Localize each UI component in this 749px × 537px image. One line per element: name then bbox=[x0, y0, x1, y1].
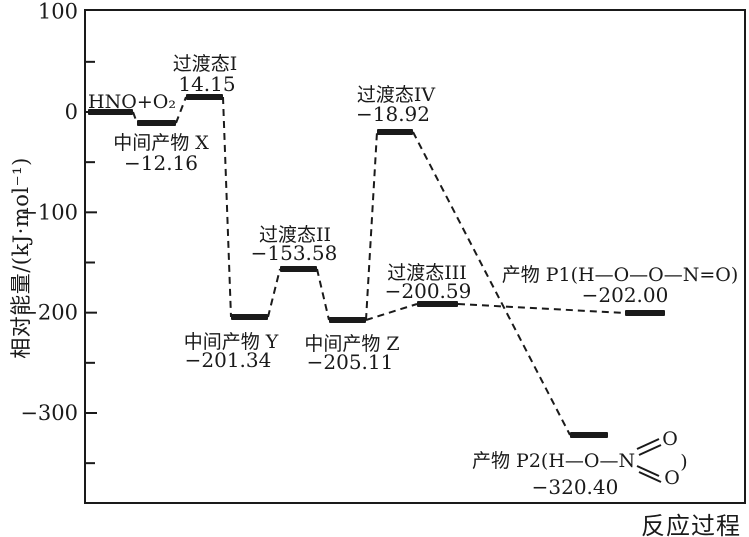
connection-ts1-intermediate-y bbox=[222, 96, 232, 318]
level-value-intermediate-y: −201.34 bbox=[185, 348, 272, 372]
level-name-intermediate-z: 中间产物 Z bbox=[304, 333, 399, 355]
y-axis-tick-label--300: −300 bbox=[20, 401, 78, 425]
level-name-reactants: HNO+O₂ bbox=[88, 91, 176, 113]
p2-double-bond-segment-3 bbox=[638, 471, 662, 483]
p2-double-bond-segment-2 bbox=[636, 465, 660, 477]
level-value-product-p2: −320.40 bbox=[532, 475, 619, 499]
p2-structure-prefix: 产物 P2(H—O—N bbox=[472, 450, 635, 472]
level-value-intermediate-z: −205.11 bbox=[307, 350, 394, 374]
y-axis-title: 相对能量/(kJ·mol⁻¹) bbox=[9, 157, 33, 359]
y-axis-tick-label-100: 100 bbox=[38, 0, 78, 24]
y-axis-tick-label--200: −200 bbox=[20, 301, 78, 325]
level-name-ts3: 过渡态III bbox=[387, 262, 467, 284]
level-name-ts4: 过渡态IV bbox=[357, 84, 436, 106]
energy-level-bar-ts3 bbox=[417, 301, 458, 307]
energy-level-bar-intermediate-x bbox=[137, 120, 176, 126]
connection-intermediate-z-ts4 bbox=[365, 131, 378, 321]
p2-close-paren: ) bbox=[680, 451, 687, 473]
level-value-ts2: −153.58 bbox=[251, 241, 338, 265]
connection-intermediate-z-ts3 bbox=[365, 303, 418, 321]
p2-oxygen-bottom: O bbox=[664, 467, 680, 489]
energy-level-bar-ts4 bbox=[377, 129, 413, 135]
level-name-product-p1: 产物 P1(H—O—O—N=O) bbox=[502, 264, 739, 286]
connection-intermediate-x-ts1 bbox=[175, 96, 187, 124]
connection-ts2-intermediate-z bbox=[316, 268, 330, 321]
level-value-ts3: −200.59 bbox=[385, 279, 472, 303]
level-value-ts1: 14.15 bbox=[178, 72, 235, 96]
y-axis-tick-label--100: −100 bbox=[20, 200, 78, 224]
connection-reactants-intermediate-x bbox=[132, 111, 138, 124]
level-name-intermediate-x: 中间产物 X bbox=[113, 132, 209, 154]
p2-double-bond-segment-0 bbox=[636, 438, 660, 450]
p2-oxygen-top: O bbox=[662, 428, 678, 450]
level-value-ts4: −18.92 bbox=[356, 102, 430, 126]
level-value-intermediate-x: −12.16 bbox=[124, 151, 198, 175]
connection-ts3-product-p1 bbox=[457, 303, 626, 314]
energy-level-bar-intermediate-z bbox=[329, 317, 366, 323]
level-name-intermediate-y: 中间产物 Y bbox=[184, 331, 279, 353]
level-value-product-p1: −202.00 bbox=[582, 283, 669, 307]
energy-level-bar-ts2 bbox=[280, 266, 317, 272]
x-axis-title: 反应过程 bbox=[641, 512, 741, 537]
energy-level-bar-ts1 bbox=[186, 94, 223, 100]
energy-level-bar-intermediate-y bbox=[231, 314, 268, 320]
energy-level-bar-reactants bbox=[88, 109, 133, 115]
energy-level-bar-product-p2 bbox=[570, 432, 608, 438]
level-name-ts2: 过渡态II bbox=[259, 224, 331, 246]
p2-double-bond-segment-1 bbox=[638, 444, 662, 456]
y-axis-tick-label-0: 0 bbox=[65, 100, 78, 124]
energy-level-bar-product-p1 bbox=[625, 310, 665, 316]
connection-intermediate-y-ts2 bbox=[267, 268, 281, 318]
plot-frame bbox=[84, 9, 746, 504]
level-name-ts1: 过渡态I bbox=[173, 53, 238, 75]
connection-ts4-product-p2 bbox=[412, 131, 571, 436]
